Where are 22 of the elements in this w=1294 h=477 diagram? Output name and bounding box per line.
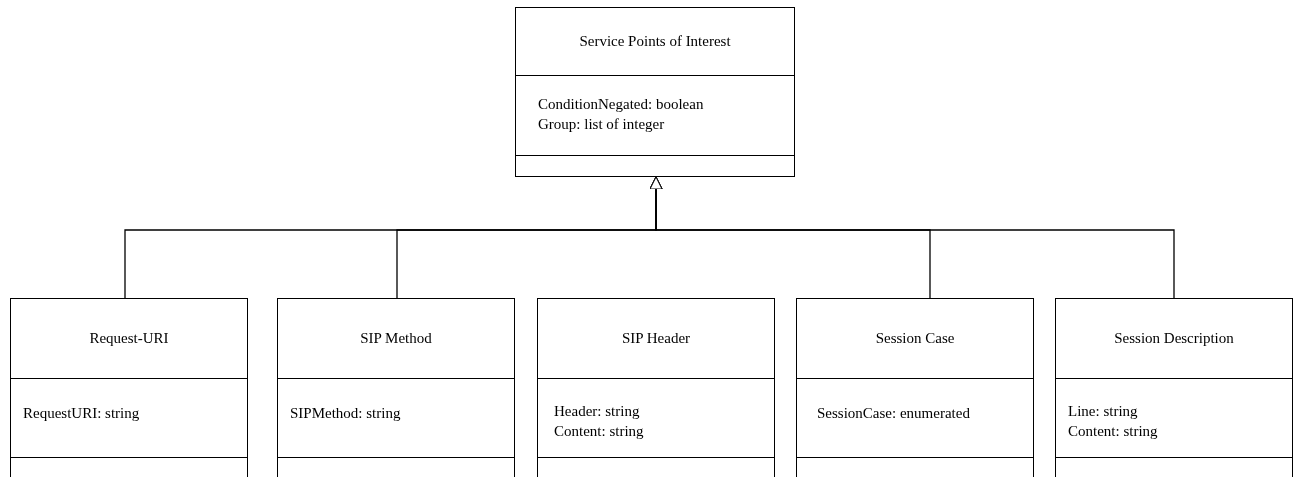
inheritance-arrow — [649, 176, 1175, 299]
class-name: Request-URI — [89, 329, 169, 349]
class-attribute: Group: list of integer — [538, 115, 666, 134]
class-attribute: Content: string — [554, 422, 645, 441]
class-box — [277, 298, 515, 477]
class-name: SIP Header — [621, 329, 691, 349]
class-attribute: SessionCase: enumerated — [817, 404, 971, 423]
class-attribute: Content: string — [1068, 422, 1159, 441]
class-name: Session Description — [1114, 329, 1234, 349]
class-attribute: RequestURI: string — [23, 404, 141, 423]
class-box — [537, 298, 775, 477]
class-attribute: ConditionNegated: boolean — [538, 95, 705, 114]
class-attribute: Line: string — [1068, 402, 1139, 421]
class-box — [10, 298, 248, 477]
class-name: Service Points of Interest — [579, 32, 731, 52]
class-box — [796, 298, 1034, 477]
class-attribute: SIPMethod: string — [290, 404, 402, 423]
class-name: SIP Method — [360, 329, 432, 349]
class-name: Session Case — [875, 329, 955, 349]
class-box — [1055, 298, 1293, 477]
class-attribute: Header: string — [554, 402, 641, 421]
class-box — [515, 7, 795, 177]
